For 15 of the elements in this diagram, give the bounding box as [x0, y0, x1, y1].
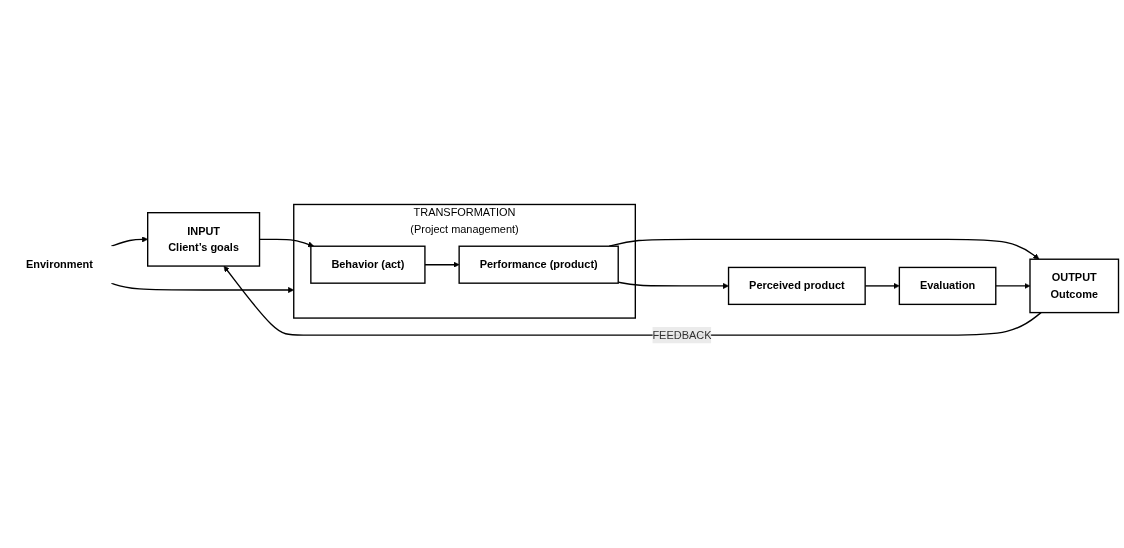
node-text: Environment [26, 258, 93, 271]
arrow [223, 265, 1042, 336]
arrow [110, 236, 148, 247]
node-box: OUTPUT Outcome [1029, 258, 1120, 314]
node-box: Evaluation [898, 266, 997, 306]
node-box: INPUT Client’s goals [147, 212, 261, 267]
arrow [110, 282, 294, 294]
edge-label: FEEDBACK [652, 329, 712, 341]
arrow [608, 238, 1040, 260]
arrow [424, 261, 460, 268]
node-box: Perceived product [727, 266, 866, 306]
arrow [617, 281, 729, 289]
node-box: Behavior (act) [310, 245, 426, 284]
node-box: Performance (product) [458, 245, 619, 284]
arrow [995, 282, 1031, 289]
